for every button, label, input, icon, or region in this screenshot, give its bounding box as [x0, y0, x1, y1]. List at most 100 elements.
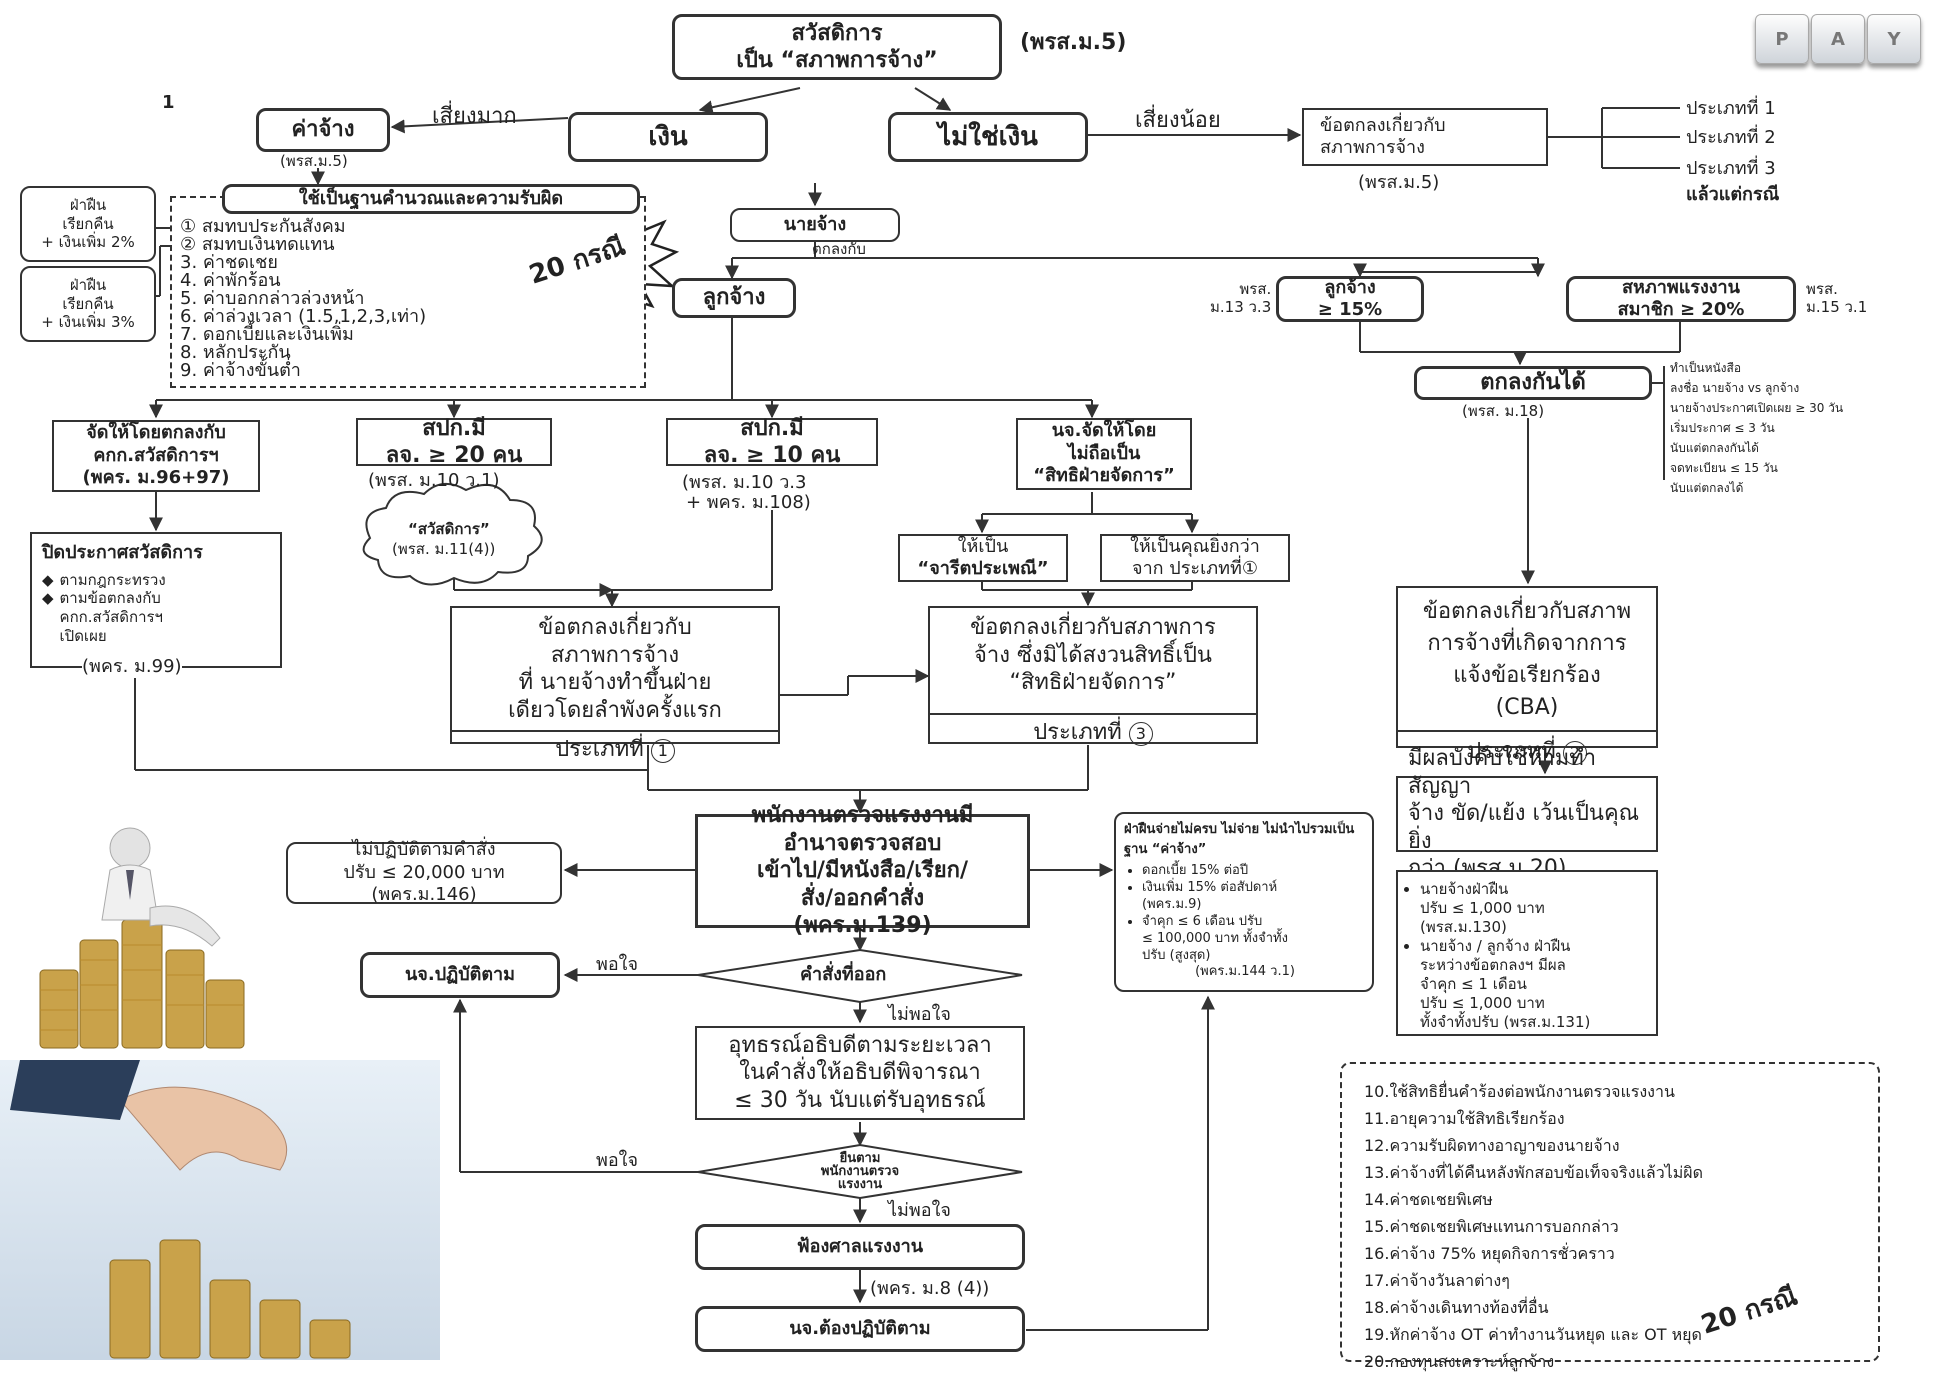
basis-item: 9. ค่าจ้างขั้นต่ำ — [180, 360, 301, 381]
violation-item: จำคุก ≤ 6 เดือน ปรับ ≤ 100,000 บาท ทั้งจ… — [1142, 913, 1288, 964]
type2-line: แจ้งข้อเรียกร้อง — [1453, 662, 1601, 688]
type3-footer-label: ประเภทที่ — [1033, 719, 1122, 745]
appeal-line2: ในคำสั่งให้อธิบดีพิจารณา — [739, 1060, 981, 1086]
type2-label: ประเภทที่ 2 — [1686, 127, 1776, 148]
announce-item-text: ตามกฎกระทรวง — [59, 570, 166, 589]
union-line2: สมาชิก ≥ 20% — [1617, 299, 1745, 320]
appeal-box: อุทธรณ์อธิบดีตามระยะเวลา ในคำสั่งให้อธิบ… — [695, 1026, 1025, 1120]
key-y: Y — [1867, 14, 1921, 64]
type1-number: 1 — [650, 739, 675, 763]
decision-diamond-shape — [697, 1143, 1023, 1200]
violation-items: ดอกเบี้ย 15% ต่อปีเงินเพิ่ม 15% ต่อสัปดา… — [1124, 862, 1288, 964]
emp15-ref: พรส. ม.13 ว.3 — [1210, 280, 1272, 316]
agreement-top-line2: สภาพการจ้าง — [1320, 137, 1425, 158]
unsatisfied-label-1: ไม่พอใจ — [888, 1004, 951, 1025]
basis-item: ① สมทบประกันสังคม — [180, 216, 346, 237]
inspector-line1: พนักงานตรวจแรงงานมี — [751, 803, 974, 829]
order-diamond-label: คำสั่งที่ออก — [800, 964, 887, 985]
case-by-case-label: แล้วแต่กรณี — [1686, 184, 1780, 205]
col3-ref2: + พคร. ม.108) — [686, 492, 811, 513]
pay-keys-image: P A Y — [1755, 10, 1925, 80]
basis-item: 5. ค่าบอกกล่าวล่วงหน้า — [180, 288, 365, 309]
businessman-on-coins-image — [30, 820, 270, 1050]
effect-line2: จ้าง ขัด/แย้ง เว้นเป็นคุณยิ่ง — [1408, 801, 1640, 854]
page-number: 1 — [162, 92, 175, 113]
appeal-line1: อุทธรณ์อธิบดีตามระยะเวลา — [728, 1032, 992, 1058]
agreed-note: นับแต่ตกลงกันได้ — [1670, 441, 1759, 455]
agreement-top-line1: ข้อตกลงเกี่ยวกับ — [1320, 114, 1446, 136]
noncompliance-fine-box: ไม่ปฏิบัติตามคำสั่ง ปรับ ≤ 20,000 บาท (พ… — [286, 839, 562, 906]
inspector-line5: (พคร.ม.139) — [793, 913, 932, 939]
col4-line1: นจ.จัดให้โดย — [1051, 420, 1157, 442]
agreed-note: ทำเป็นหนังสือ — [1670, 361, 1742, 375]
col2-line1: สปก.มี — [422, 415, 486, 441]
cloud-line2: (พรส. ม.11(4)) — [392, 540, 496, 558]
diamond2-line1: ยืนตาม — [839, 1151, 881, 1166]
type3-label: ประเภทที่ 3 — [1686, 158, 1776, 179]
penalty-bullets: นายจ้างฝ่าฝืน ปรับ ≤ 1,000 บาท (พรส.ม.13… — [1402, 880, 1590, 1032]
risk-high-label: เสี่ยงมาก — [432, 104, 517, 129]
wage-box: ค่าจ้าง — [256, 108, 390, 152]
violation-penalty-box: ฝ่าฝืนจ่ายไม่ครบ ไม่จ่าย ไม่นำไปรวมเป็นฐ… — [1114, 812, 1374, 992]
penalty-bullet: นายจ้าง / ลูกจ้าง ฝ่าฝืน ระหว่างข้อตกลงฯ… — [1420, 937, 1590, 1032]
penalty2-line1: ฝ่าฝืน — [69, 275, 107, 294]
penalty-2pct-box: ฝ่าฝืน เรียกคืน + เงินเพิ่ม 2% — [20, 186, 156, 262]
announce-ref: (พคร. ม.99) — [82, 656, 182, 678]
announce-title: ปิดประกาศสวัสดิการ — [42, 542, 203, 563]
col1-line2: คกก.สวัสดิการฯ — [93, 444, 219, 466]
agreed-notes: ทำเป็นหนังสือลงชื่อ นายจ้าง vs ลูกจ้างนา… — [1670, 358, 1843, 498]
rights-item: 14.ค่าชดเชยพิเศษ — [1364, 1190, 1493, 1209]
penalty2-line2: เรียกคืน — [62, 294, 114, 313]
rights-item: 12.ความรับผิดทางอาญาของนายจ้าง — [1364, 1136, 1620, 1155]
employee-box: ลูกจ้าง — [672, 278, 796, 318]
penalty-bullet: นายจ้างฝ่าฝืน ปรับ ≤ 1,000 บาท (พรส.ม.13… — [1420, 880, 1590, 937]
noncomply-line3: (พคร.ม.146) — [371, 884, 477, 906]
type2-footer: ประเภทที่ 2 — [1398, 729, 1656, 768]
money-box: เงิน — [568, 112, 768, 162]
violation-ref: (พคร.ม.144 ว.1) — [1195, 964, 1295, 979]
inspector-line3: เข้าไป/มีหนังสือ/เรียก/ — [756, 858, 969, 884]
basis-item: 8. หลักประกัน — [180, 342, 291, 363]
title-ref: (พรส.ม.5) — [1020, 30, 1127, 55]
col2-ref: (พรส. ม.10 ว.1) — [368, 470, 500, 491]
type2-footer-label: ประเภทที่ — [1467, 738, 1556, 764]
rights-item: 13.ค่าจ้างที่ได้คืนหลังพักสอบข้อเท็จจริง… — [1364, 1163, 1704, 1182]
title-line1: สวัสดิการ — [791, 20, 883, 46]
type3-agreement-box: ข้อตกลงเกี่ยวกับสภาพการจ้าง ซึ่งมิได้สงว… — [928, 606, 1258, 746]
type1-lines: ข้อตกลงเกี่ยวกับสภาพการจ้างที่ นายจ้างทำ… — [508, 614, 722, 724]
noncomply-line1: ไม่ปฏิบัติตามคำสั่ง — [352, 839, 496, 861]
inspector-line2: อำนาจตรวจสอบ — [783, 830, 942, 856]
type2-line: ข้อตกลงเกี่ยวกับสภาพ — [1422, 599, 1632, 624]
better-line2: จาก ประเภทที่① — [1132, 558, 1258, 579]
employer-must-comply-box: นจ.ต้องปฏิบัติตาม — [695, 1306, 1025, 1352]
type2-lines: ข้อตกลงเกี่ยวกับสภาพการจ้างที่เกิดจากการ… — [1423, 596, 1631, 724]
rights-item: 17.ค่าจ้างวันลาต่างๆ — [1364, 1271, 1510, 1290]
type1-line: ที่ นายจ้างทำขึ้นฝ่าย — [518, 670, 712, 695]
type1-footer-label: ประเภทที่ — [555, 737, 644, 762]
rights-item: 20.กองทุนสงเคราะห์ลูกจ้าง — [1364, 1352, 1555, 1371]
labour-inspector-box: พนักงานตรวจแรงงานมี อำนาจตรวจสอบ เข้าไป/… — [695, 803, 1030, 938]
effect-line1: มีผลบังคับใช้ห้ามทำสัญญา — [1408, 746, 1597, 799]
announce-item: ◆ ตามกฎกระทรวง — [42, 571, 166, 590]
announce-item-text: ตามข้อตกลงกับ คกก.สวัสดิการฯ เปิดเผย — [59, 589, 163, 645]
better-than-type1-box: ให้เป็นคุณยิ่งกว่า จาก ประเภทที่① — [1100, 534, 1290, 582]
type1-footer: ประเภทที่ 1 — [452, 730, 778, 764]
agreed-note: นายจ้างประกาศเปิดเผย ≥ 30 วัน — [1670, 401, 1844, 415]
key-p: P — [1755, 14, 1809, 64]
rights-item: 11.อายุความใช้สิทธิเรียกร้อง — [1364, 1109, 1565, 1128]
type3-line: จ้าง ซึ่งมิได้สงวนสิทธิ์เป็น — [974, 642, 1212, 668]
violation-item: ดอกเบี้ย 15% ต่อปี — [1142, 862, 1288, 879]
non-management-right-box: นจ.จัดให้โดย ไม่ถือเป็น “สิทธิฝ่ายจัดการ… — [1016, 418, 1192, 490]
agreement-top-box: ข้อตกลงเกี่ยวกับ สภาพการจ้าง — [1302, 108, 1548, 166]
type2-number: 2 — [1562, 740, 1587, 765]
emp15-line1: ลูกจ้าง — [1324, 276, 1376, 298]
rights-item: 19.หักค่าจ้าง OT ค่าทำงานวันหยุด และ OT … — [1364, 1325, 1702, 1344]
announce-welfare-box: ปิดประกาศสวัสดิการ ◆ ตามกฎกระทรวง◆ ตามข้อต… — [30, 532, 282, 668]
wage-ref: (พรส.ม.5) — [280, 152, 348, 170]
diamond-bullet-icon: ◆ — [42, 570, 54, 589]
custom-line1: ให้เป็น — [957, 535, 1009, 557]
penalty1-line3: + เงินเพิ่ม 2% — [41, 233, 135, 252]
cloud-line1: “สวัสดิการ” — [408, 520, 490, 538]
